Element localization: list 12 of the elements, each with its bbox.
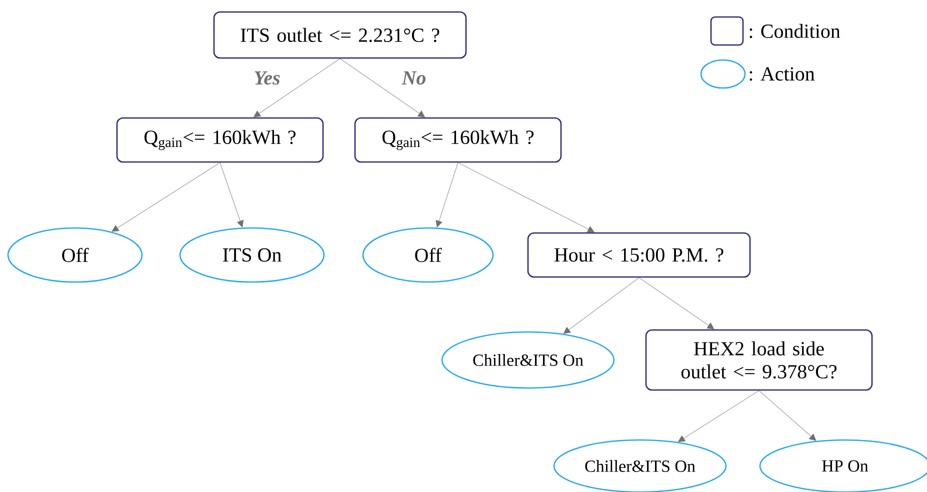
condition-box: HEX2 load side outlet <= 9.378°C? [645,329,873,391]
edge-label: No [400,70,428,86]
legend-text: : Condition [750,24,840,38]
arrow [112,162,220,232]
condition-box: Q$_{gain}$<= 160kWh ? [116,117,324,163]
condition-box: Q$_{gain}$<= 160kWh ? [354,117,562,163]
condition-box: Hour < 15:00 P.M. ? [527,232,751,278]
edge-label: Yes [252,70,282,86]
arrow [638,277,714,330]
condition-box: ITS outlet <= 2.231°C ? [213,11,467,59]
legend-text: : Action [750,67,815,81]
arrow [758,390,816,441]
